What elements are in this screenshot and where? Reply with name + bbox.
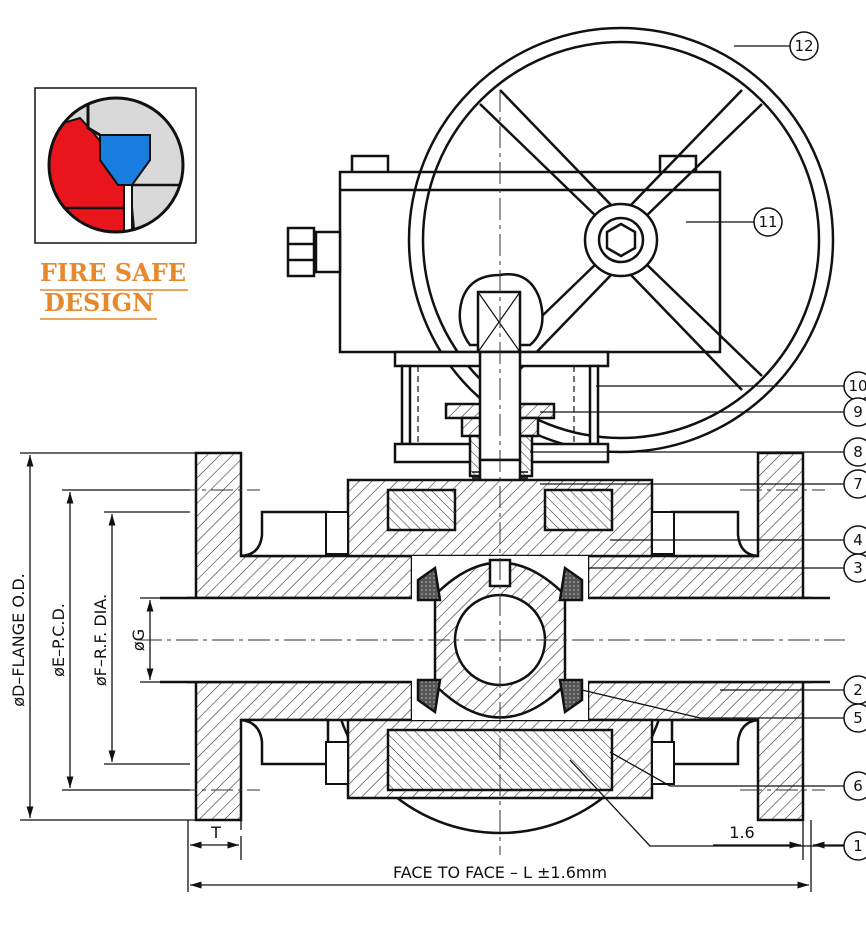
callout-6: 6 — [853, 777, 863, 795]
callout-4: 4 — [853, 531, 863, 549]
dim-pcd: øE–P.C.D. — [49, 603, 68, 677]
badge-line2: DESIGN — [44, 288, 154, 317]
dim-face-to-face: FACE TO FACE – L ±1.6mm — [393, 863, 607, 882]
dim-rf-dia: øF–R.F. DIA. — [91, 594, 110, 686]
dim-rf-height: 1.6 — [729, 823, 754, 842]
callout-11: 11 — [758, 213, 777, 231]
callout-12: 12 — [794, 37, 813, 55]
fire-safe-badge: FIRE SAFE DESIGN — [34, 87, 197, 320]
callout-8: 8 — [853, 443, 863, 461]
callout-7: 7 — [853, 475, 863, 493]
body-bolts — [325, 511, 675, 785]
callout-10: 10 — [848, 377, 866, 395]
stem-top — [458, 273, 544, 354]
badge-line1: FIRE SAFE — [40, 258, 186, 287]
callout-5: 5 — [853, 709, 863, 727]
handwheel — [407, 26, 835, 454]
callout-9: 9 — [853, 403, 863, 421]
dimension-lines — [20, 452, 850, 892]
callout-3: 3 — [853, 559, 863, 577]
dim-bore: øG — [129, 629, 148, 651]
dim-thickness: T — [210, 823, 221, 842]
callout-1: 1 — [853, 837, 863, 855]
callout-numbers: 12 11 10 9 8 7 4 3 2 5 6 1 — [758, 37, 866, 855]
callout-bubbles — [753, 31, 866, 861]
dim-flange-od: øD–FLANGE O.D. — [9, 573, 28, 707]
callout-2: 2 — [853, 681, 863, 699]
dimension-labels: øD–FLANGE O.D. øE–P.C.D. øF–R.F. DIA. øG… — [9, 573, 755, 882]
